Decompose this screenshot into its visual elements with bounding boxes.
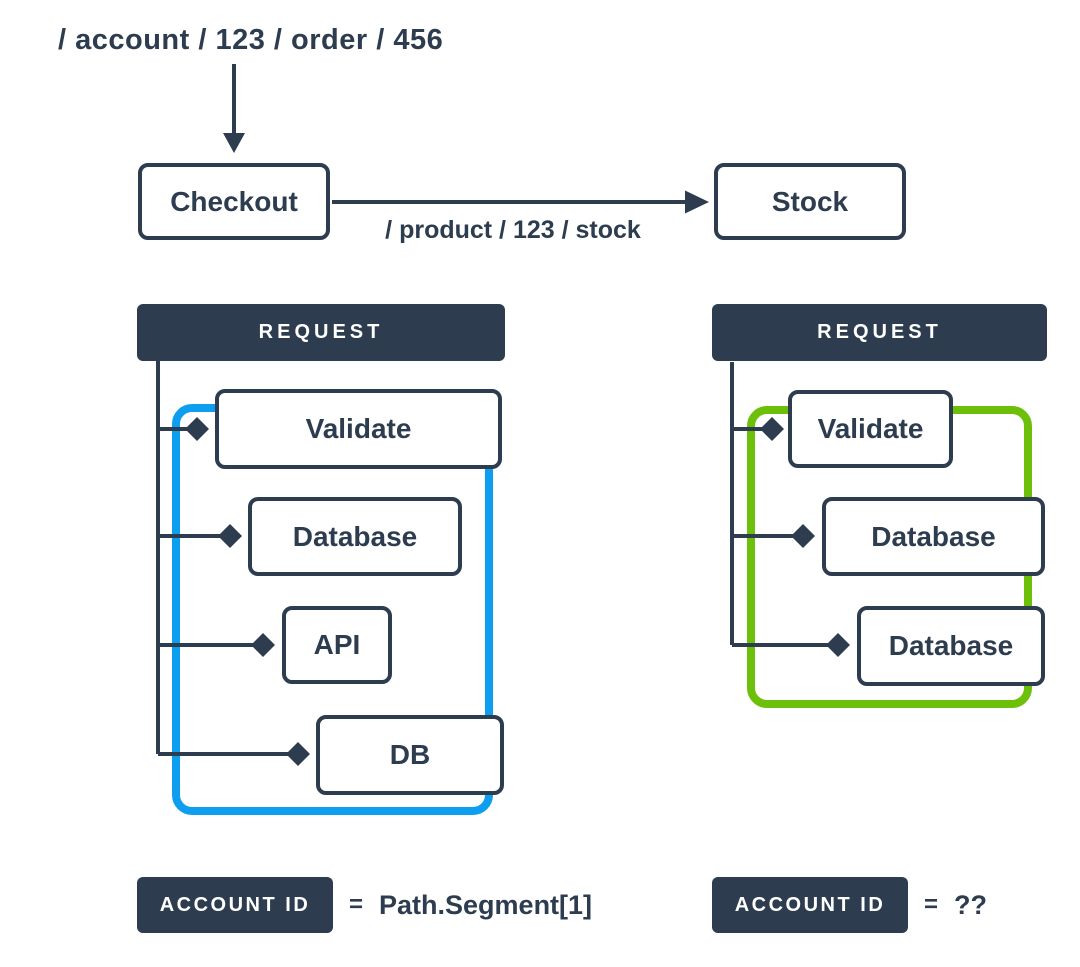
left-step-api: API (282, 606, 392, 684)
left-account-id-value-row: = Path.Segment[1] (349, 877, 592, 933)
left-request-header: REQUEST (137, 304, 505, 361)
equals-sign: = (349, 891, 364, 918)
right-step-validate: Validate (788, 390, 953, 468)
left-step-validate: Validate (215, 389, 502, 469)
down-arrow-icon (223, 133, 245, 153)
right-request-header: REQUEST (712, 304, 1047, 361)
incoming-path-label: / account / 123 / order / 456 (58, 24, 444, 56)
checkout-service-box: Checkout (138, 163, 330, 240)
diamond-connector-icon (286, 742, 310, 766)
diamond-connector-icon (791, 524, 815, 548)
right-account-id-badge: ACCOUNT ID (712, 877, 908, 933)
right-step-database-2: Database (857, 606, 1045, 686)
right-request-tree (730, 362, 838, 647)
left-account-id-badge: ACCOUNT ID (137, 877, 333, 933)
right-arrow-icon (685, 190, 709, 214)
diamond-connector-icon (760, 417, 784, 441)
left-request-tree (156, 361, 298, 756)
stock-call-path-label: / product / 123 / stock (385, 216, 641, 244)
left-account-id-value: Path.Segment[1] (379, 889, 593, 920)
stock-service-box: Stock (714, 163, 906, 240)
diamond-connector-icon (826, 633, 850, 657)
right-step-database-1: Database (822, 497, 1045, 576)
diamond-connector-icon (251, 633, 275, 657)
left-step-database: Database (248, 497, 462, 576)
diamond-connector-icon (218, 524, 242, 548)
diamond-connector-icon (185, 417, 209, 441)
equals-sign: = (924, 891, 939, 918)
left-step-db: DB (316, 715, 504, 795)
right-account-id-value-row: = ?? (924, 877, 987, 933)
right-account-id-value: ?? (954, 889, 988, 920)
